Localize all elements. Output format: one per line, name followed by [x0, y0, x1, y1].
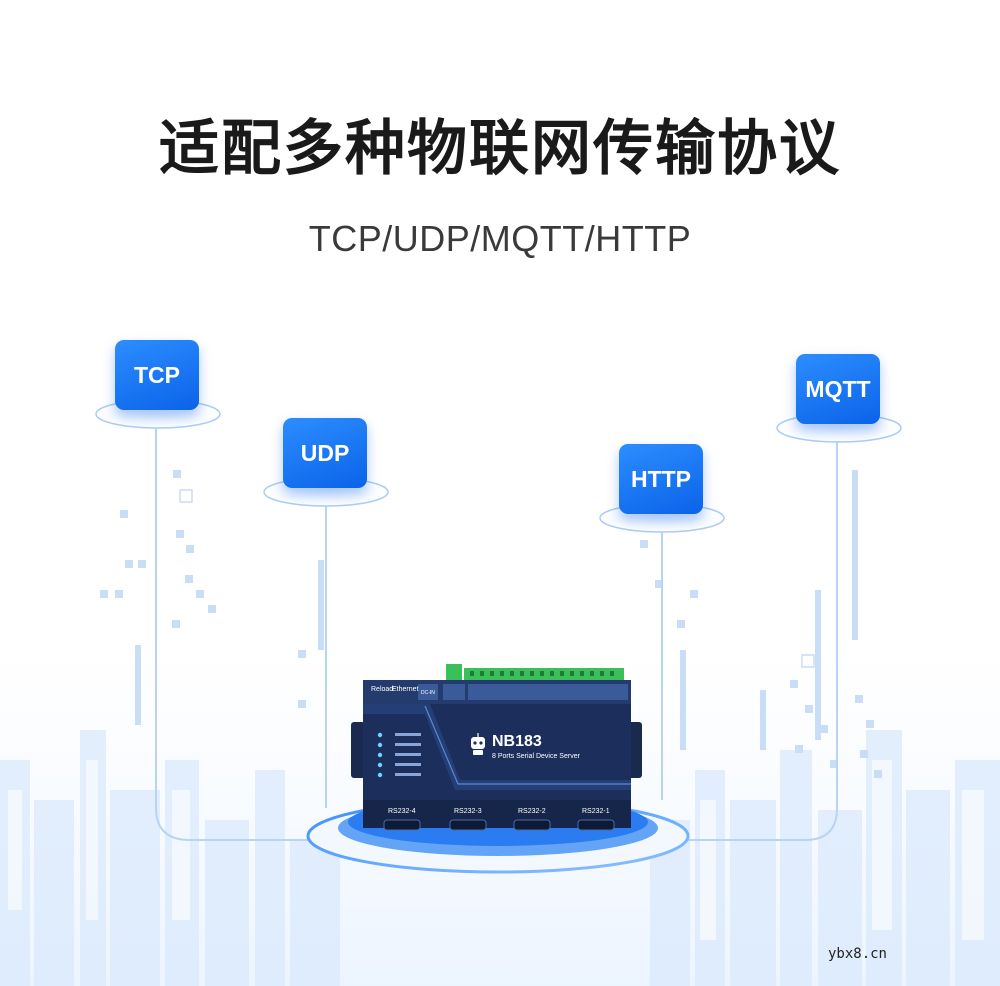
connection-lines — [155, 428, 838, 841]
device-port-label-2: RS232-2 — [518, 808, 546, 815]
device-model-name: NB183 — [492, 733, 542, 750]
protocol-label-tcp: TCP — [134, 361, 180, 388]
robot-logo-icon — [471, 733, 485, 755]
watermark: ybx8.cn — [827, 946, 887, 962]
device-description: 8 Ports Serial Device Server — [492, 753, 580, 760]
tile-pedestals — [95, 399, 902, 533]
protocol-label-http: HTTP — [630, 465, 692, 492]
protocol-tile-tcp: TCP — [115, 340, 199, 410]
protocol-label-mqtt: MQTT — [805, 375, 871, 402]
skyline-windows — [8, 760, 984, 940]
device-power-label: DC-IN — [421, 690, 435, 696]
device-ethernet-label: Ethernet — [392, 686, 419, 693]
device-illustration — [351, 664, 642, 831]
protocol-list: TCP/UDP/MQTT/HTTP — [308, 218, 692, 259]
outline-squares — [179, 489, 815, 668]
device-port-label-3: RS232-3 — [454, 808, 482, 815]
protocol-tile-http: HTTP — [619, 444, 703, 514]
device-port-label-1: RS232-1 — [582, 808, 610, 815]
protocol-tile-udp: UDP — [283, 418, 367, 488]
device-port-label-4: RS232-4 — [388, 808, 416, 815]
pixel-decorations — [100, 470, 882, 778]
protocol-tile-mqtt: MQTT — [796, 354, 880, 424]
device-reload-label: Reload — [371, 686, 394, 693]
headline: 适配多种物联网传输协议 — [159, 114, 841, 184]
protocol-label-udp: UDP — [300, 439, 350, 466]
